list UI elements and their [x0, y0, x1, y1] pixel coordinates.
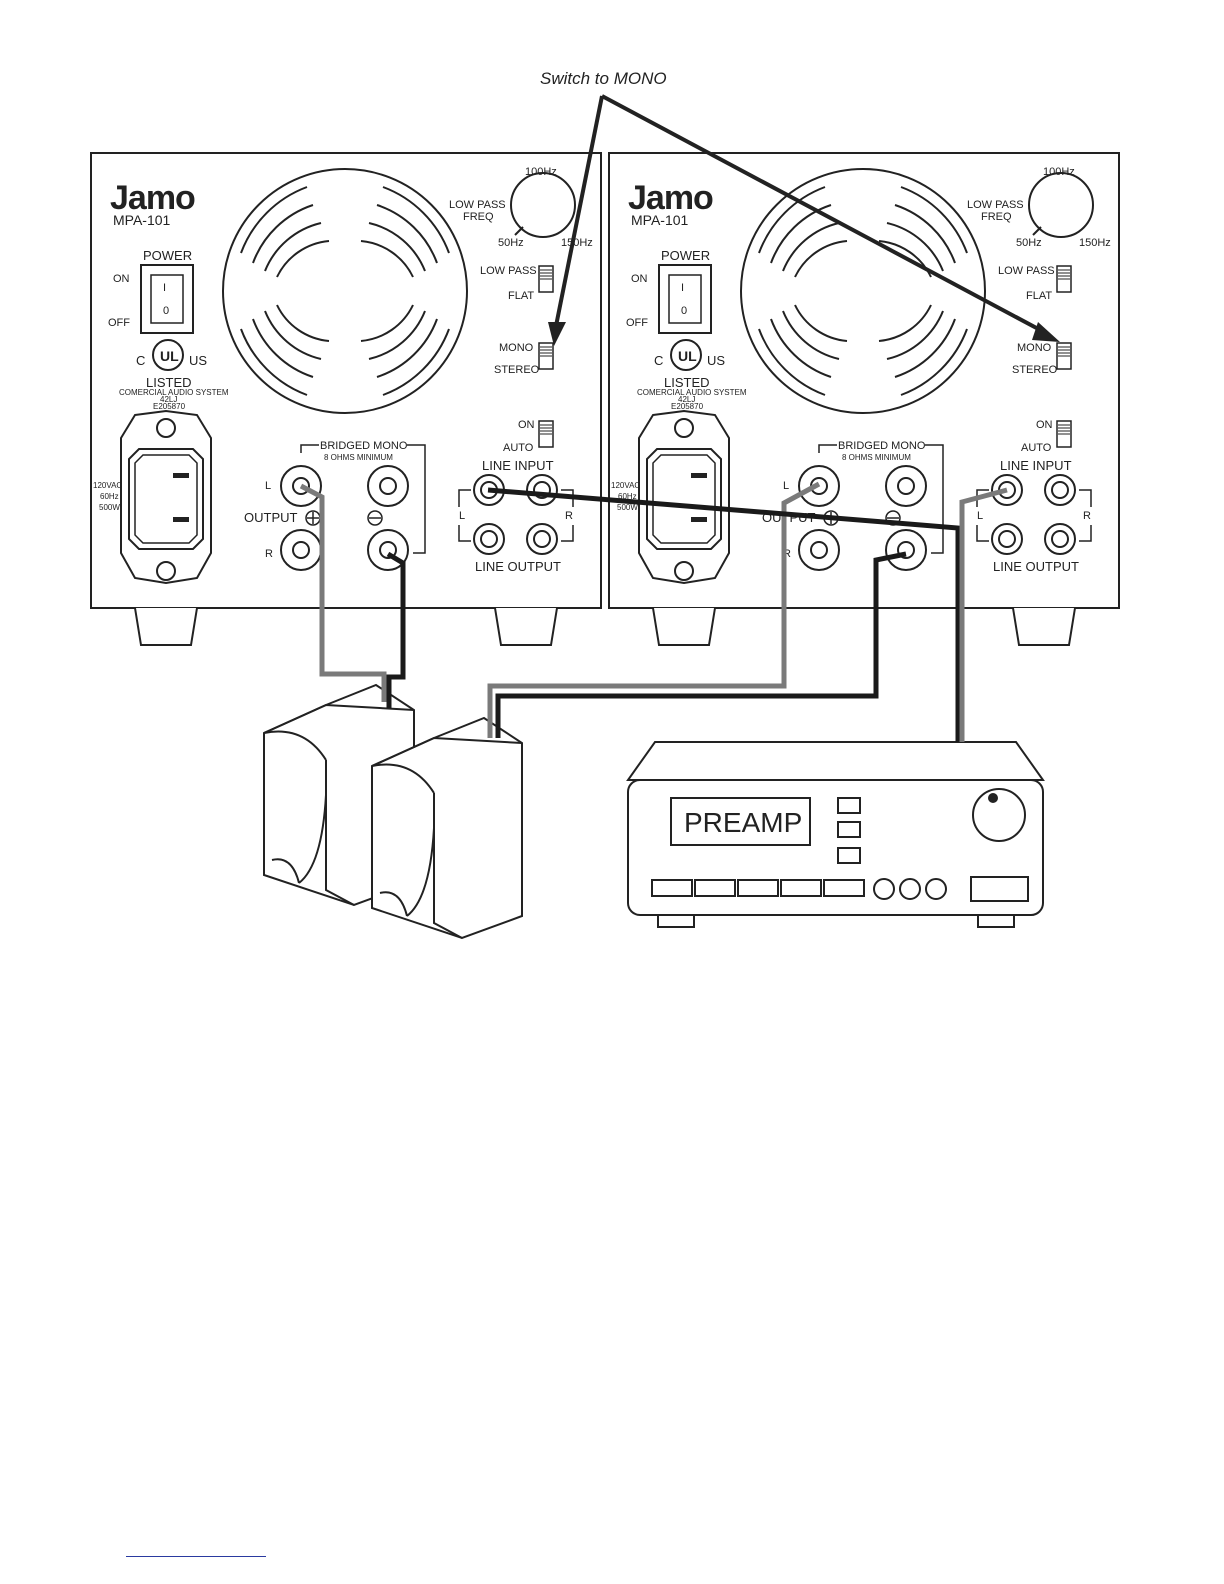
ac-line2: 60Hz: [100, 492, 119, 501]
output-l-label: L: [783, 480, 789, 492]
arrowhead-left: [548, 322, 566, 346]
switch-i-label: I: [163, 282, 166, 294]
ul-c-label: C: [136, 353, 145, 368]
ul-listed-label: LISTED: [664, 375, 710, 390]
line-l-label: L: [977, 510, 983, 522]
on-label: ON: [113, 273, 130, 285]
ul-line1: COMERCIAL AUDIO SYSTEM: [637, 388, 747, 397]
lowpass-freq-label-2: FREQ: [463, 211, 494, 223]
model-label: MPA-101: [113, 212, 171, 228]
power-label: POWER: [143, 248, 192, 263]
gray-cable-left-speaker: [299, 483, 387, 702]
ul-c-label: C: [654, 353, 663, 368]
stereo-label: STEREO: [494, 364, 540, 376]
output-r-label: R: [783, 548, 791, 560]
knob-150hz-label: 150Hz: [1079, 237, 1111, 249]
cables: [299, 481, 1008, 742]
ac-line2: 60Hz: [618, 492, 637, 501]
output-label: OUTPUT: [244, 510, 298, 525]
knob-50hz-label: 50Hz: [1016, 237, 1042, 249]
flat-label: FLAT: [508, 290, 534, 302]
switch-o-label: 0: [163, 305, 169, 317]
line-output-label: LINE OUTPUT: [993, 559, 1079, 574]
mono-label: MONO: [1017, 342, 1052, 354]
output-l-label: L: [265, 480, 271, 492]
line-input-label: LINE INPUT: [482, 458, 554, 473]
ul-listed-label: LISTED: [146, 375, 192, 390]
auto-label: AUTO: [1021, 442, 1052, 454]
on2-label: ON: [1036, 419, 1053, 431]
ul-us-label: US: [707, 353, 725, 368]
knob-50hz-label: 50Hz: [498, 237, 524, 249]
power-label: POWER: [661, 248, 710, 263]
arrowhead-right: [1032, 322, 1060, 342]
knob-100hz-label: 100Hz: [525, 166, 557, 178]
mono-label: MONO: [499, 342, 534, 354]
stereo-label: STEREO: [1012, 364, 1058, 376]
ul-line3: E205870: [671, 402, 704, 411]
preamp-unit: PREAMP: [626, 741, 1045, 928]
volume-knob: [972, 788, 1026, 842]
callout-text: Switch to MONO: [540, 69, 667, 88]
bridged-mono-label: BRIDGED MONO: [838, 440, 926, 452]
gray-cable-line-input: [959, 487, 1008, 742]
off-label: OFF: [626, 317, 648, 329]
on2-label: ON: [518, 419, 535, 431]
auto-label: AUTO: [503, 442, 534, 454]
switch-i-label: I: [681, 282, 684, 294]
ac-line1: 120VAC: [611, 481, 640, 490]
ohms-label: 8 OHMS MINIMUM: [842, 453, 911, 462]
ac-line1: 120VAC: [93, 481, 122, 490]
amplifier-right: Jamo MPA-101 POWER ON OFF I 0 C US LISTE…: [608, 152, 1120, 646]
ul-line1: COMERCIAL AUDIO SYSTEM: [119, 388, 229, 397]
ul-line2: 42LJ: [160, 395, 177, 404]
amplifier-left: Jamo MPA-101 POWER ON OFF I 0 C US LISTE…: [90, 152, 602, 646]
bridged-mono-label: BRIDGED MONO: [320, 440, 408, 452]
lowpass-freq-label-1: LOW PASS: [967, 199, 1024, 211]
black-cable-right-speaker: [495, 551, 907, 738]
knob-100hz-label: 100Hz: [1043, 166, 1075, 178]
lowpass-freq-label-2: FREQ: [981, 211, 1012, 223]
lowpass-freq-label-1: LOW PASS: [449, 199, 506, 211]
line-l-label: L: [459, 510, 465, 522]
output-r-label: R: [265, 548, 273, 560]
ac-line3: 500W: [99, 503, 120, 512]
lowpass-label: LOW PASS: [480, 265, 537, 277]
line-input-label: LINE INPUT: [1000, 458, 1072, 473]
model-label: MPA-101: [631, 212, 689, 228]
brand-logo: Jamo: [628, 179, 713, 217]
footer-rule: [126, 1556, 266, 1557]
off-label: OFF: [108, 317, 130, 329]
gray-cable-right-speaker: [487, 481, 821, 738]
lowpass-label: LOW PASS: [998, 265, 1055, 277]
ul-us-label: US: [189, 353, 207, 368]
black-cable-line-input: [487, 487, 961, 742]
ac-line3: 500W: [617, 503, 638, 512]
flat-label: FLAT: [1026, 290, 1052, 302]
line-r-label: R: [1083, 510, 1091, 522]
on-label: ON: [631, 273, 648, 285]
knob-150hz-label: 150Hz: [561, 237, 593, 249]
line-r-label: R: [565, 510, 573, 522]
callout-arrows: [554, 94, 1045, 334]
preamp-label: PREAMP: [684, 807, 802, 838]
line-output-label: LINE OUTPUT: [475, 559, 561, 574]
switch-o-label: 0: [681, 305, 687, 317]
black-cable-left-speaker: [386, 551, 406, 708]
brand-logo: Jamo: [110, 179, 195, 217]
ohms-label: 8 OHMS MINIMUM: [324, 453, 393, 462]
preamp-display: [670, 797, 811, 846]
ul-line3: E205870: [153, 402, 186, 411]
ul-line2: 42LJ: [678, 395, 695, 404]
